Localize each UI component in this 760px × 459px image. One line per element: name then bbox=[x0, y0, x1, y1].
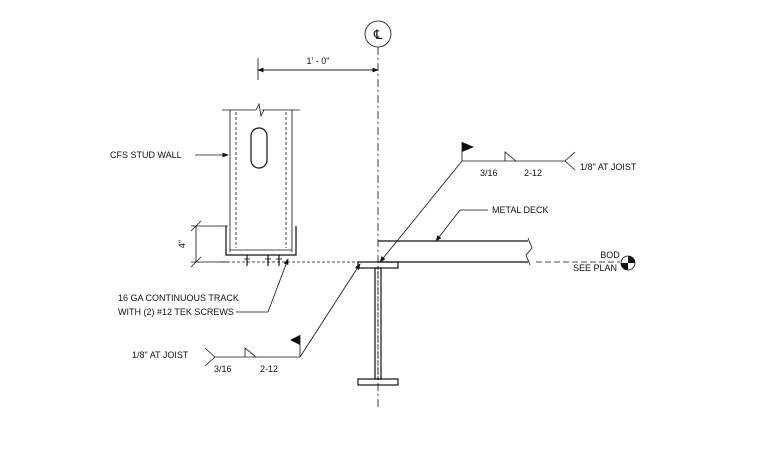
deck-break-line bbox=[525, 237, 533, 266]
break-line bbox=[255, 102, 265, 118]
label-bod: BOD bbox=[600, 250, 620, 260]
label-track-line1: 16 GA CONTINUOUS TRACK bbox=[118, 293, 239, 303]
metal-deck bbox=[378, 237, 533, 266]
weld-bottom-size: 3/16 bbox=[214, 364, 232, 374]
stud-punchout bbox=[250, 127, 268, 169]
cfs-stud-wall bbox=[222, 102, 360, 266]
leader-stud-wall: CFS STUD WALL bbox=[110, 150, 229, 160]
label-track-line2: WITH (2) #12 TEK SCREWS bbox=[118, 307, 234, 317]
weld-top-length: 2-12 bbox=[524, 168, 542, 178]
centerline: ℄ bbox=[364, 20, 392, 410]
label-see-plan: SEE PLAN bbox=[573, 263, 617, 273]
dimension-stud-offset-text: 1' - 0" bbox=[307, 56, 330, 66]
dimension-stud-offset: 1' - 0" bbox=[257, 56, 379, 80]
dimension-track-height-text: 4" bbox=[177, 240, 187, 248]
leader-track: 16 GA CONTINUOUS TRACK WITH (2) #12 TEK … bbox=[118, 258, 289, 317]
fillet-weld-icon bbox=[504, 151, 517, 162]
leader-metal-deck: METAL DECK bbox=[435, 205, 549, 242]
weld-symbol-bottom: 3/16 2-12 1/8" AT JOIST bbox=[132, 263, 361, 374]
weld-bottom-length: 2-12 bbox=[260, 364, 278, 374]
weld-top-size: 3/16 bbox=[480, 168, 498, 178]
continuous-track bbox=[225, 226, 297, 256]
weld-tail-icon-bottom bbox=[204, 347, 216, 367]
field-weld-flag-icon-bottom bbox=[290, 335, 300, 345]
tek-screws bbox=[244, 255, 282, 266]
weld-symbol-top: 3/16 2-12 1/8" AT JOIST bbox=[379, 142, 637, 263]
field-weld-flag-icon bbox=[462, 142, 474, 152]
weld-top-note: 1/8" AT JOIST bbox=[580, 162, 637, 172]
label-stud-wall: CFS STUD WALL bbox=[110, 150, 182, 160]
fillet-weld-icon-bottom bbox=[244, 347, 257, 358]
bod-elevation-marker: BOD SEE PLAN bbox=[536, 250, 636, 273]
label-metal-deck: METAL DECK bbox=[492, 205, 549, 215]
centerline-symbol: ℄ bbox=[373, 27, 383, 42]
weld-tail-icon bbox=[564, 151, 576, 171]
dimension-track-height: 4" bbox=[177, 220, 228, 268]
weld-bottom-note: 1/8" AT JOIST bbox=[132, 350, 189, 360]
